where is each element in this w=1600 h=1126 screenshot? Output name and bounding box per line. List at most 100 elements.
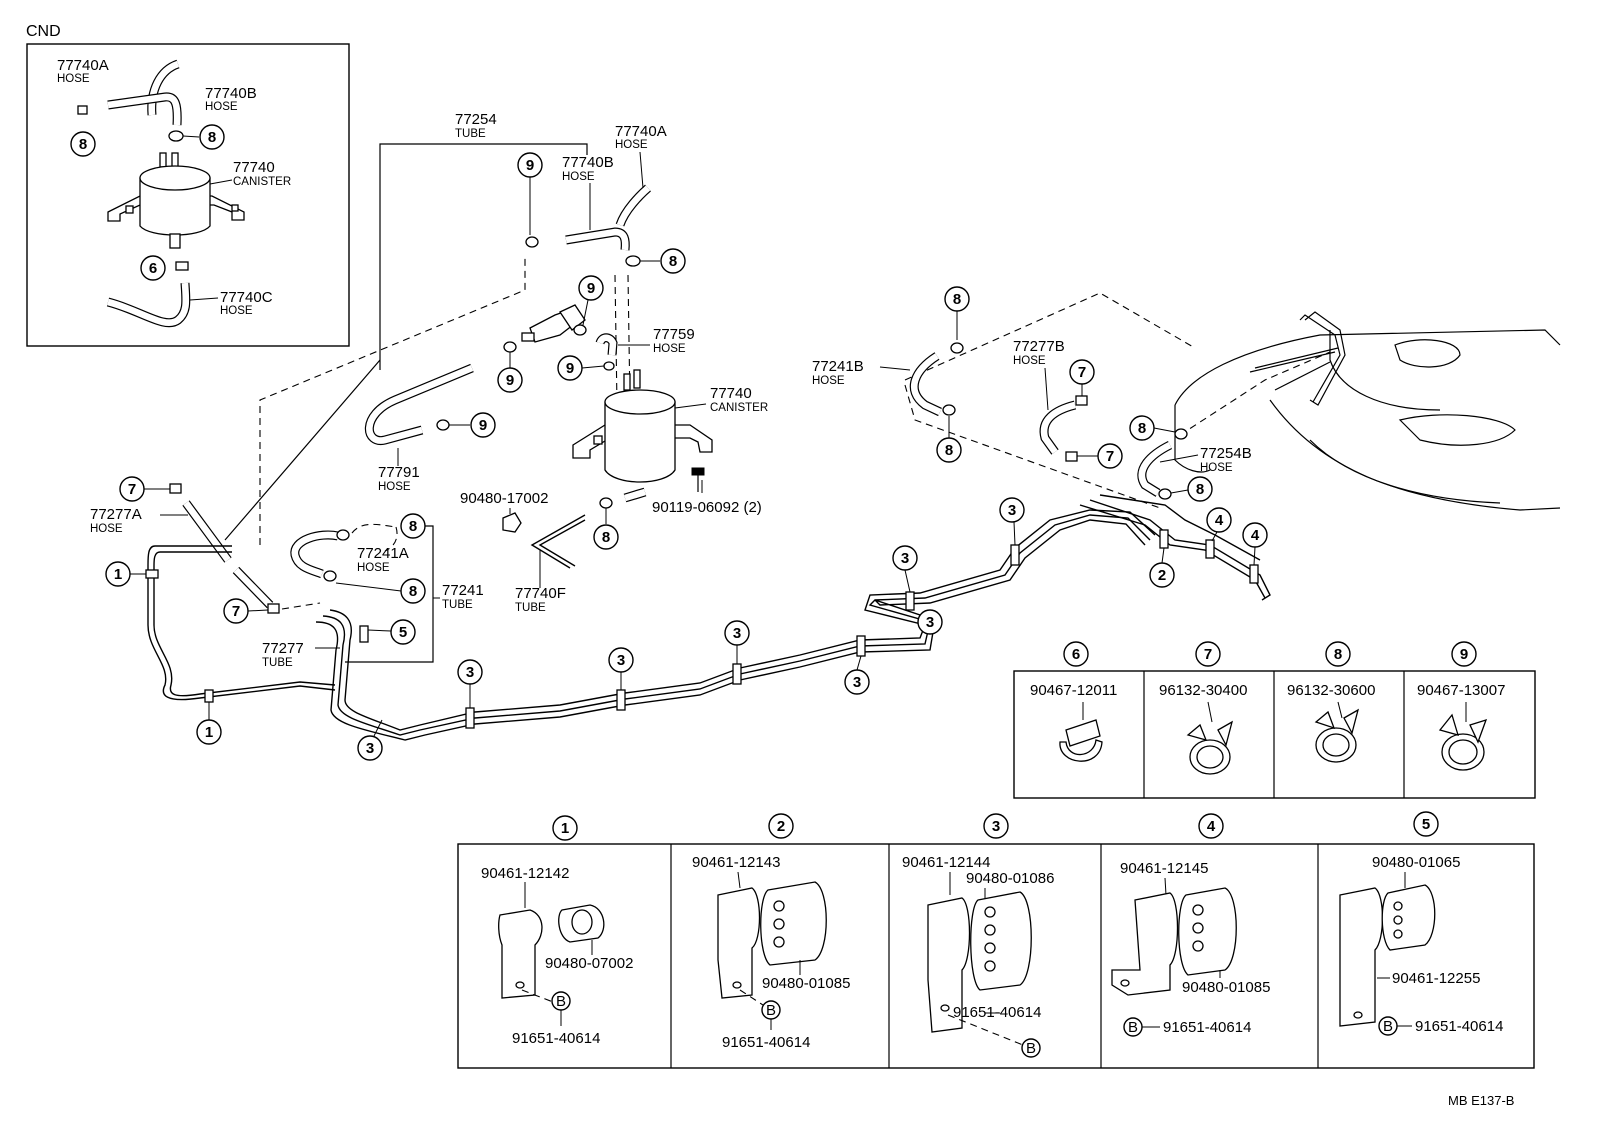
desc-77277b: HOSE [1013,355,1046,367]
clamp4-cushion-pn: 90480-01085 [1182,979,1270,996]
cushion5-drawing [1381,884,1436,951]
callout-7-r2-num: 7 [1106,448,1114,465]
clamp5-clamp-pn: 90461-12255 [1392,970,1480,987]
callout-8-canister-bottom [593,524,619,550]
inset-desc-77740b: HOSE [205,101,238,113]
desc-77277: TUBE [262,657,293,669]
inset-clip-8a [77,105,88,115]
clip-pn-8: 96132-30600 [1287,682,1375,699]
pn-77254b: 77254B [1200,445,1252,462]
clamp1-cushion-pn: 90480-07002 [545,955,633,972]
clamp4-bolt-mark-text: B [1128,1019,1138,1036]
callout-7-r1-num: 7 [1078,364,1086,381]
callout-8-r4-num: 8 [1196,481,1204,498]
desc-77740f: TUBE [515,602,546,614]
clamp-col-3 [983,813,1009,839]
pn-77277b: 77277B [1013,338,1065,355]
clamp5-bolt-mark-text: B [1383,1018,1393,1035]
inset-pn-77740c: 77740C [220,289,273,306]
clamp-col-1-num: 1 [561,820,569,837]
inset-pn-77740b: 77740B [205,85,257,102]
clamp-col-4 [1198,813,1224,839]
callout-8-r4 [1187,476,1213,502]
clip-pn-7: 96132-30400 [1159,682,1247,699]
clamp-table: 1 2 3 4 5 90461-12142 90480-07002 B 9165… [457,811,1535,1069]
callout-8-r2 [936,437,962,463]
clamp4-bolt-pn: 91651-40614 [1163,1019,1251,1036]
callout-1-bottom-num: 1 [205,724,213,741]
callout-8-r1-num: 8 [953,291,961,308]
callout-5 [390,619,416,645]
pn-77241b: 77241B [812,358,864,375]
clip-drawing-9 [1438,702,1488,771]
callout-3-e-num: 3 [853,674,861,691]
inset-callout-8b-num: 8 [208,129,216,146]
clamp-col-1 [552,815,578,841]
callout-3-h [999,497,1025,523]
pn-77740a: 77740A [615,123,667,140]
desc-77740b: HOSE [562,171,595,183]
clip-drawing-8 [1314,701,1360,763]
main-canister-assembly: 9 77740B HOSE 77740A HOSE 8 9 9 [460,123,768,614]
callout-8-r2-num: 8 [945,442,953,459]
callout-3-h-num: 3 [1008,502,1016,519]
clip-col-7 [1195,641,1221,667]
left-hoses-tubes: 7 77277A HOSE 7 77241A HOSE 8 8 77241 TU… [90,476,484,669]
callout-3-a-num: 3 [366,740,374,757]
desc-77241b: HOSE [812,375,845,387]
clip-table: 6 7 8 9 90467-12011 96132-30400 96132-30… [1013,641,1536,799]
callout-8-canister-top [660,248,686,274]
pn-77759: 77759 [653,326,695,343]
callout-9-left-num: 9 [506,372,514,389]
pn-77241a: 77241A [357,545,409,562]
desc-77759: HOSE [653,343,686,355]
callout-9-hose-num: 9 [566,360,574,377]
callout-3-c-num: 3 [617,652,625,669]
clip-col-6 [1063,641,1089,667]
fuel-line-bundle: 1 1 3 3 3 3 3 [105,494,1271,761]
desc-77740: CANISTER [710,402,768,414]
inset-leader-77740c [189,297,219,301]
callout-3-b-num: 3 [466,664,474,681]
cushion2-drawing [760,881,827,966]
callout-9-vsv [578,275,604,301]
callout-9-vsv-num: 9 [587,280,595,297]
inset-clip-6 [175,261,189,271]
callout-7-r2 [1097,443,1123,469]
desc-77241a: HOSE [357,562,390,574]
clamp3-cushion-pn: 90480-01086 [966,870,1054,887]
pn-77740f: 77740F [515,585,566,602]
inset-hose-77740c [106,282,191,328]
callout-9-77791-num: 9 [479,417,487,434]
callout-8-canister-bottom-num: 8 [602,529,610,546]
desc-77740a: HOSE [615,139,648,151]
clamp4-clamp-pn: 90461-12145 [1120,860,1208,877]
clip-pn-9: 90467-13007 [1417,682,1505,699]
cushion4-drawing [1178,887,1237,976]
pn-90480-17002: 90480-17002 [460,490,548,507]
inset-clip-8b [168,130,184,142]
inset-desc-77740: CANISTER [233,176,291,188]
clamp3-bolt-mark [1021,1038,1041,1058]
callout-9-left [497,367,523,393]
vehicle-body-outline [1174,311,1561,511]
callout-8-r3-num: 8 [1138,420,1146,437]
clamp5-bolt-pn: 91651-40614 [1415,1018,1503,1035]
desc-77241: TUBE [442,599,473,611]
clip-col-7-num: 7 [1204,646,1212,663]
right-hoses: 8 8 77241B HOSE 77277B HOSE 7 7 8 [812,286,1252,502]
desc-77254: TUBE [455,128,486,140]
desc-77254b: HOSE [1200,462,1233,474]
clamp-col-2 [768,813,794,839]
inset-label: CND [26,23,61,40]
clip-drawing-7 [1186,701,1234,775]
callout-4-a [1206,507,1232,533]
inset-desc-77740c: HOSE [220,305,253,317]
callout-9-top-num: 9 [526,157,534,174]
inset-callout-6 [140,255,166,281]
desc-77791: HOSE [378,481,411,493]
inset-callout-8a-num: 8 [79,136,87,153]
inset-leader-canister [209,179,233,185]
inset-leader-8b [182,135,200,138]
clamp1-clamp-pn: 90461-12142 [481,865,569,882]
